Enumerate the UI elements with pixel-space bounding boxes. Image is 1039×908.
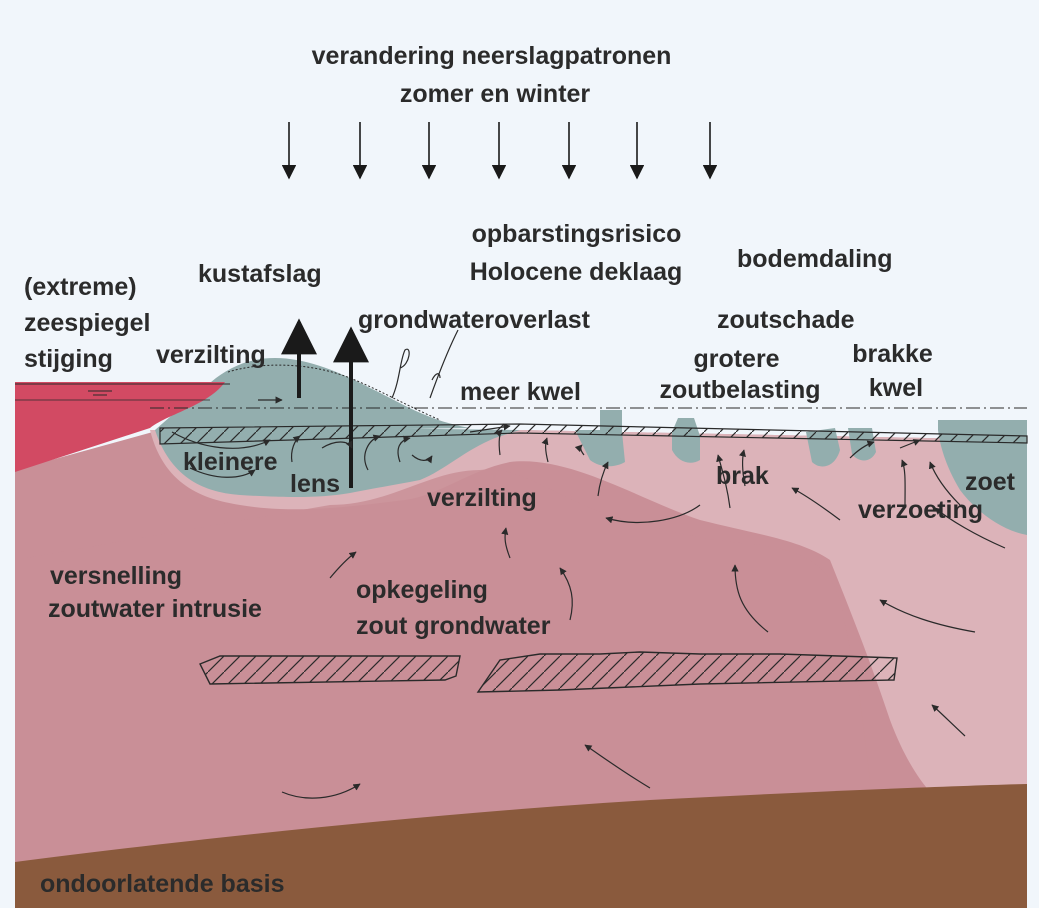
salt-damage-label: zoutschade	[717, 306, 855, 334]
coastal-erosion-label: kustafslag	[198, 260, 322, 288]
freshening-label: verzoeting	[858, 496, 983, 524]
lens-label: lens	[290, 470, 340, 498]
polder-fresh-pocket	[672, 418, 700, 463]
salinization-top-label: verzilting	[156, 341, 266, 369]
fresh-label: zoet	[965, 468, 1016, 496]
impermeable-base-label: ondoorlatende basis	[40, 870, 284, 898]
groundwater-nuisance-label: grondwateroverlast	[358, 306, 591, 334]
salinization-mid-label: verzilting	[427, 484, 537, 512]
clay-lens-left	[200, 656, 460, 684]
smaller-label: kleinere	[183, 448, 278, 476]
brackish-label: brak	[716, 462, 769, 490]
more-seepage-label: meer kwel	[460, 378, 581, 406]
subsidence-label: bodemdaling	[737, 245, 893, 273]
